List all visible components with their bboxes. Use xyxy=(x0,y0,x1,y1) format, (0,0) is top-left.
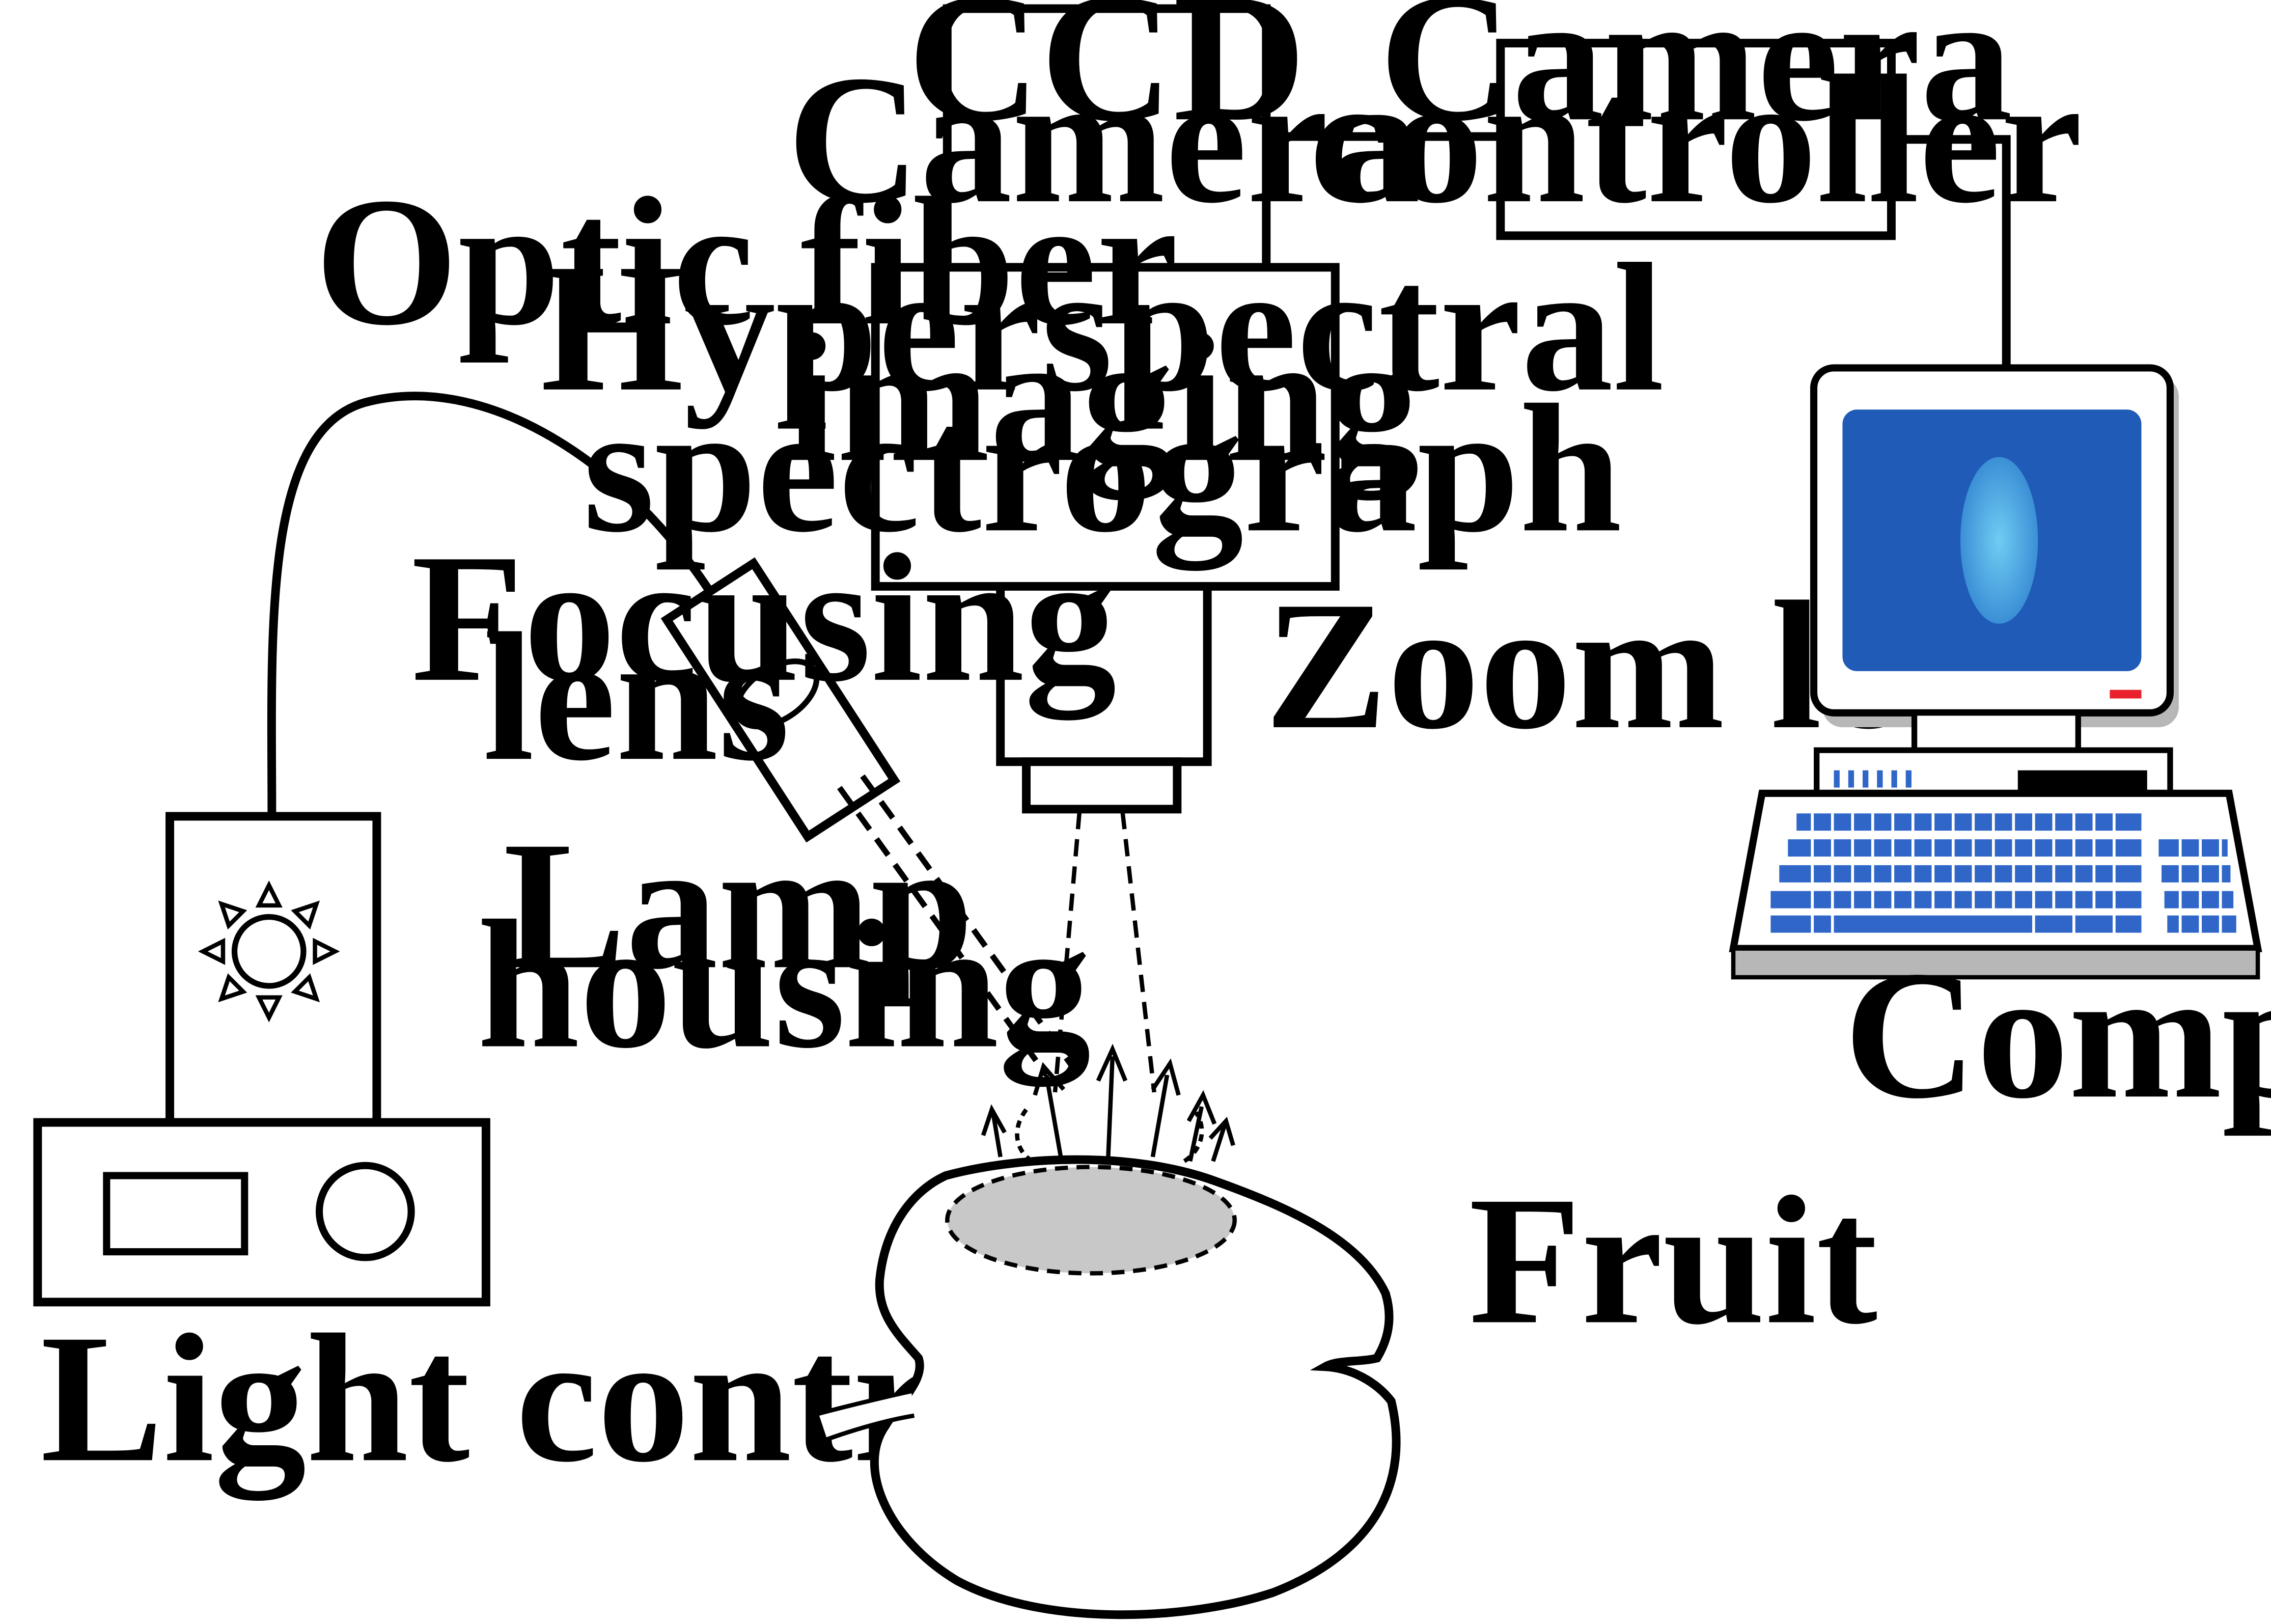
spectrograph-label-line3: spectrograph xyxy=(583,367,1622,573)
light-controller xyxy=(33,1118,490,1307)
svg-text:CCD: CCD xyxy=(907,0,1306,159)
lamp-housing xyxy=(165,812,381,1127)
focusing-lens-label-line2: lens xyxy=(483,595,790,799)
computer xyxy=(1729,364,2262,980)
zoom-lens xyxy=(996,582,1212,814)
illuminated-spot xyxy=(945,1165,1237,1276)
focusing-lens xyxy=(660,557,901,843)
keyboard-icon xyxy=(1729,747,2262,980)
fruit-label: Fruit xyxy=(1469,1159,1879,1362)
camera-controller: Camera controller xyxy=(1310,0,2083,241)
spectrograph-label-line1: Hyperspectral xyxy=(541,226,1665,430)
focusing-lens-label-line1: Focusing xyxy=(411,516,1117,723)
optic-fiber xyxy=(267,392,720,816)
reflected-light-arrows xyxy=(981,1043,1235,1163)
spectrograph: Hyperspectral imaging spectrograph xyxy=(541,226,1665,591)
optic-fiber-label: Optic fiber xyxy=(315,160,1178,364)
svg-text:Camera: Camera xyxy=(1379,0,2013,159)
svg-text:imaging: imaging xyxy=(786,296,1419,503)
apple-icon xyxy=(814,1155,1401,1619)
monitor-icon xyxy=(1810,364,2179,753)
spectrograph-label-line2: imaging xyxy=(786,296,1419,503)
ccd-camera-label-line1: CCD xyxy=(907,0,1306,159)
svg-text:Hyperspectral: Hyperspectral xyxy=(541,226,1665,430)
lamp-housing-label-line2: housing xyxy=(477,883,1091,1090)
sun-icon xyxy=(198,880,340,1023)
illumination-beam xyxy=(837,774,1075,1077)
computer-cable xyxy=(1891,135,2011,365)
lamp-housing-label-line1: Lamp xyxy=(503,804,973,1007)
svg-text:spectrograph: spectrograph xyxy=(583,367,1622,573)
computer-label: Computer xyxy=(1844,933,2271,1137)
camera-controller-label-line1: Camera xyxy=(1379,0,2013,159)
